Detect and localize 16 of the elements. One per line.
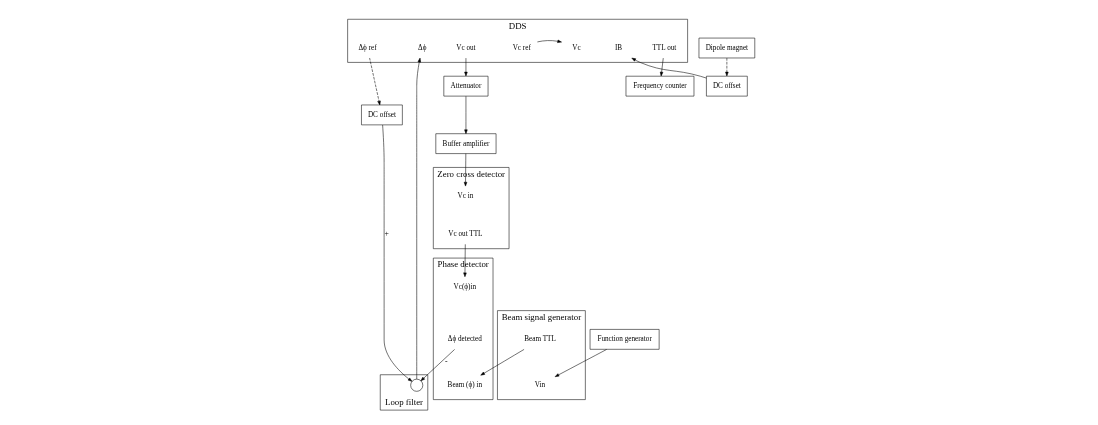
arrow <box>464 96 468 134</box>
arrow <box>631 57 707 79</box>
arrow <box>382 124 413 382</box>
arrow <box>463 153 468 187</box>
arrow <box>480 349 525 376</box>
arrow <box>659 57 664 77</box>
arrow <box>463 244 467 277</box>
arrow <box>420 349 455 382</box>
edge-label: - <box>445 357 448 367</box>
arrow <box>464 57 468 77</box>
arrow <box>554 349 607 377</box>
edge-label: + <box>384 229 389 239</box>
arrow <box>725 57 729 77</box>
arrow <box>537 39 562 43</box>
arrow <box>369 57 381 106</box>
arrow <box>416 57 421 380</box>
